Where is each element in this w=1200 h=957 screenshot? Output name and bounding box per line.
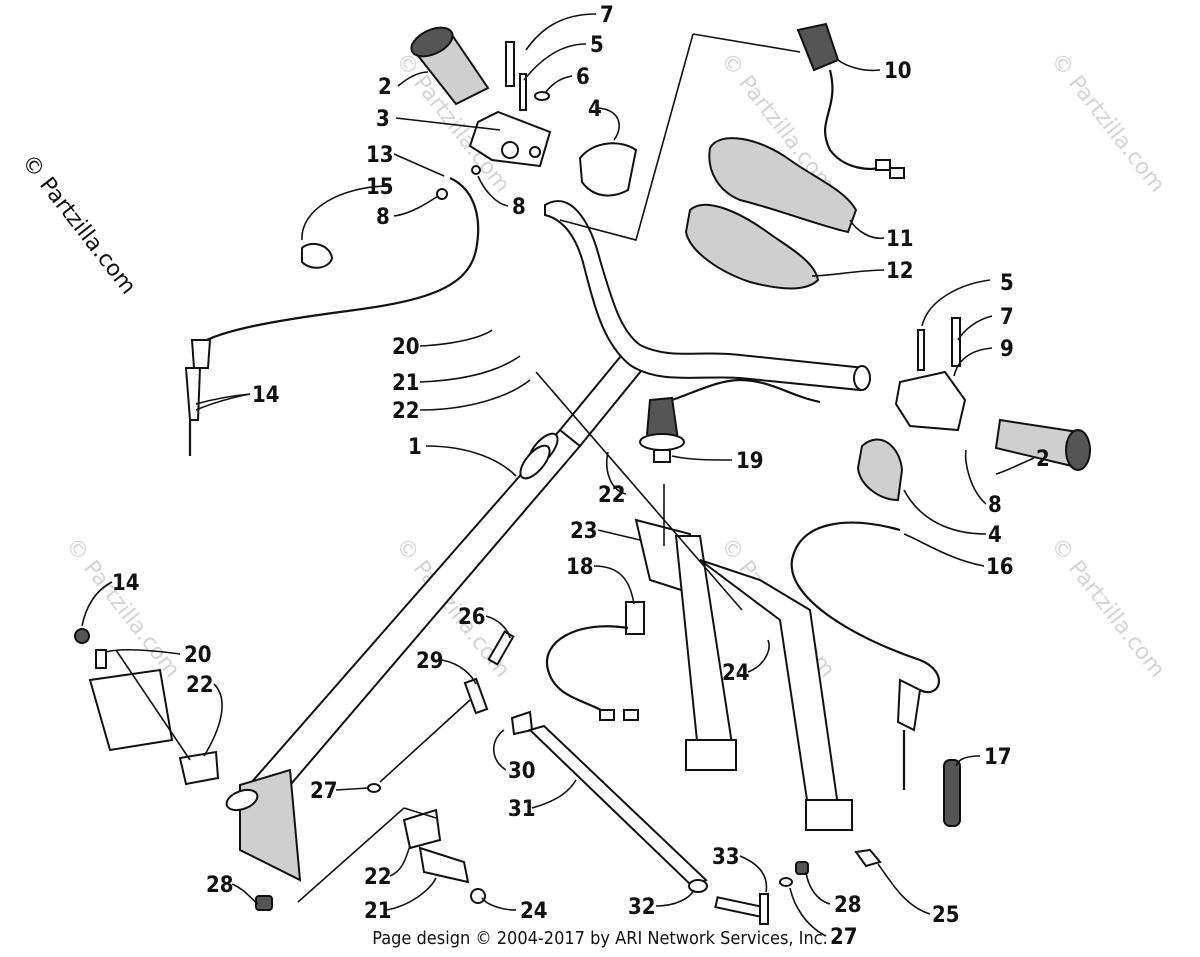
callout-2: 2 bbox=[1036, 447, 1050, 472]
callout-22: 22 bbox=[598, 483, 626, 508]
callout-27: 27 bbox=[310, 779, 338, 804]
callout-labels: 7 5 6 2 3 4 13 15 8 8 10 11 12 5 7 9 20 … bbox=[112, 3, 1050, 950]
callout-6: 6 bbox=[576, 65, 590, 90]
callout-11: 11 bbox=[886, 227, 914, 252]
callout-4: 4 bbox=[988, 523, 1002, 548]
screw-drawing bbox=[519, 73, 527, 111]
handlebar-drawing bbox=[544, 200, 871, 392]
steering-support-bracket-drawing bbox=[634, 518, 853, 831]
callout-32: 32 bbox=[628, 895, 656, 920]
lever-cover-drawing bbox=[578, 142, 638, 197]
callout-5: 5 bbox=[1000, 271, 1014, 296]
brake-cable-drawing bbox=[790, 521, 940, 694]
callout-33: 33 bbox=[712, 845, 740, 870]
left-grip-drawing bbox=[410, 26, 490, 106]
left-switch-housing-drawing bbox=[468, 110, 552, 168]
callout-9: 9 bbox=[1000, 337, 1014, 362]
callout-7: 7 bbox=[1000, 305, 1014, 330]
callout-21: 21 bbox=[364, 899, 392, 924]
right-grip-drawing bbox=[994, 418, 1091, 471]
callout-24: 24 bbox=[722, 661, 750, 686]
callout-7: 7 bbox=[600, 3, 614, 28]
callout-22: 22 bbox=[364, 865, 392, 890]
callout-29: 29 bbox=[416, 649, 444, 674]
callout-13: 13 bbox=[366, 143, 394, 168]
callout-8: 8 bbox=[988, 493, 1002, 518]
callout-19: 19 bbox=[736, 449, 764, 474]
lower-bracket-drawing bbox=[402, 808, 486, 904]
callout-28: 28 bbox=[834, 893, 862, 918]
callout-25: 25 bbox=[932, 903, 960, 928]
spring-drawing bbox=[943, 759, 961, 827]
screw-drawing bbox=[505, 41, 515, 87]
callout-26: 26 bbox=[458, 605, 486, 630]
callout-3: 3 bbox=[376, 107, 390, 132]
callout-16: 16 bbox=[986, 555, 1014, 580]
callout-22: 22 bbox=[186, 673, 214, 698]
leader-line bbox=[297, 807, 405, 903]
callout-18: 18 bbox=[566, 555, 594, 580]
callout-30: 30 bbox=[508, 759, 536, 784]
steering-post-drawing bbox=[225, 343, 652, 882]
callout-20: 20 bbox=[184, 643, 212, 668]
callout-21: 21 bbox=[392, 371, 420, 396]
callout-8: 8 bbox=[376, 205, 390, 230]
callout-17: 17 bbox=[984, 745, 1012, 770]
callout-2: 2 bbox=[378, 75, 392, 100]
callout-12: 12 bbox=[886, 259, 914, 284]
callout-27: 27 bbox=[830, 925, 858, 950]
watermark-text: © Partzilla.com bbox=[1045, 533, 1169, 682]
callout-5: 5 bbox=[590, 33, 604, 58]
leader-lines bbox=[81, 13, 1035, 937]
throttle-cable-drawing bbox=[184, 165, 481, 456]
ball-joint-drawing bbox=[714, 848, 882, 925]
leader-line bbox=[692, 33, 801, 53]
leader-line bbox=[535, 371, 743, 611]
nut-drawing bbox=[255, 895, 273, 911]
page-footer: Page design © 2004-2017 by ARI Network S… bbox=[372, 928, 828, 949]
callout-1: 1 bbox=[408, 435, 422, 460]
callout-4: 4 bbox=[588, 97, 602, 122]
callout-14: 14 bbox=[252, 383, 280, 408]
leader-line bbox=[403, 807, 437, 819]
callout-8: 8 bbox=[512, 195, 526, 220]
callout-31: 31 bbox=[508, 797, 536, 822]
callout-14: 14 bbox=[112, 571, 140, 596]
right-lever-cover-drawing bbox=[856, 438, 904, 502]
leader-line bbox=[559, 33, 694, 241]
tie-rod-drawing bbox=[463, 630, 708, 893]
leader-line bbox=[115, 649, 191, 761]
hand-guards-drawing bbox=[684, 137, 858, 290]
callout-28: 28 bbox=[206, 873, 234, 898]
washer-drawing bbox=[367, 783, 381, 793]
leader-line bbox=[379, 699, 471, 783]
watermark-text: © Partzilla.com bbox=[1045, 48, 1169, 197]
washer-drawing bbox=[534, 91, 550, 101]
right-switch-housing-drawing bbox=[894, 317, 967, 432]
callout-15: 15 bbox=[366, 175, 394, 200]
callout-22: 22 bbox=[392, 399, 420, 424]
callout-10: 10 bbox=[884, 59, 912, 84]
kill-switch-drawing bbox=[796, 22, 905, 179]
sensor-drawing bbox=[545, 601, 645, 721]
callout-20: 20 bbox=[392, 335, 420, 360]
callout-24: 24 bbox=[520, 899, 548, 924]
callout-23: 23 bbox=[570, 519, 598, 544]
brake-cable-end-drawing bbox=[896, 678, 922, 732]
tether-switch-drawing bbox=[639, 378, 821, 463]
